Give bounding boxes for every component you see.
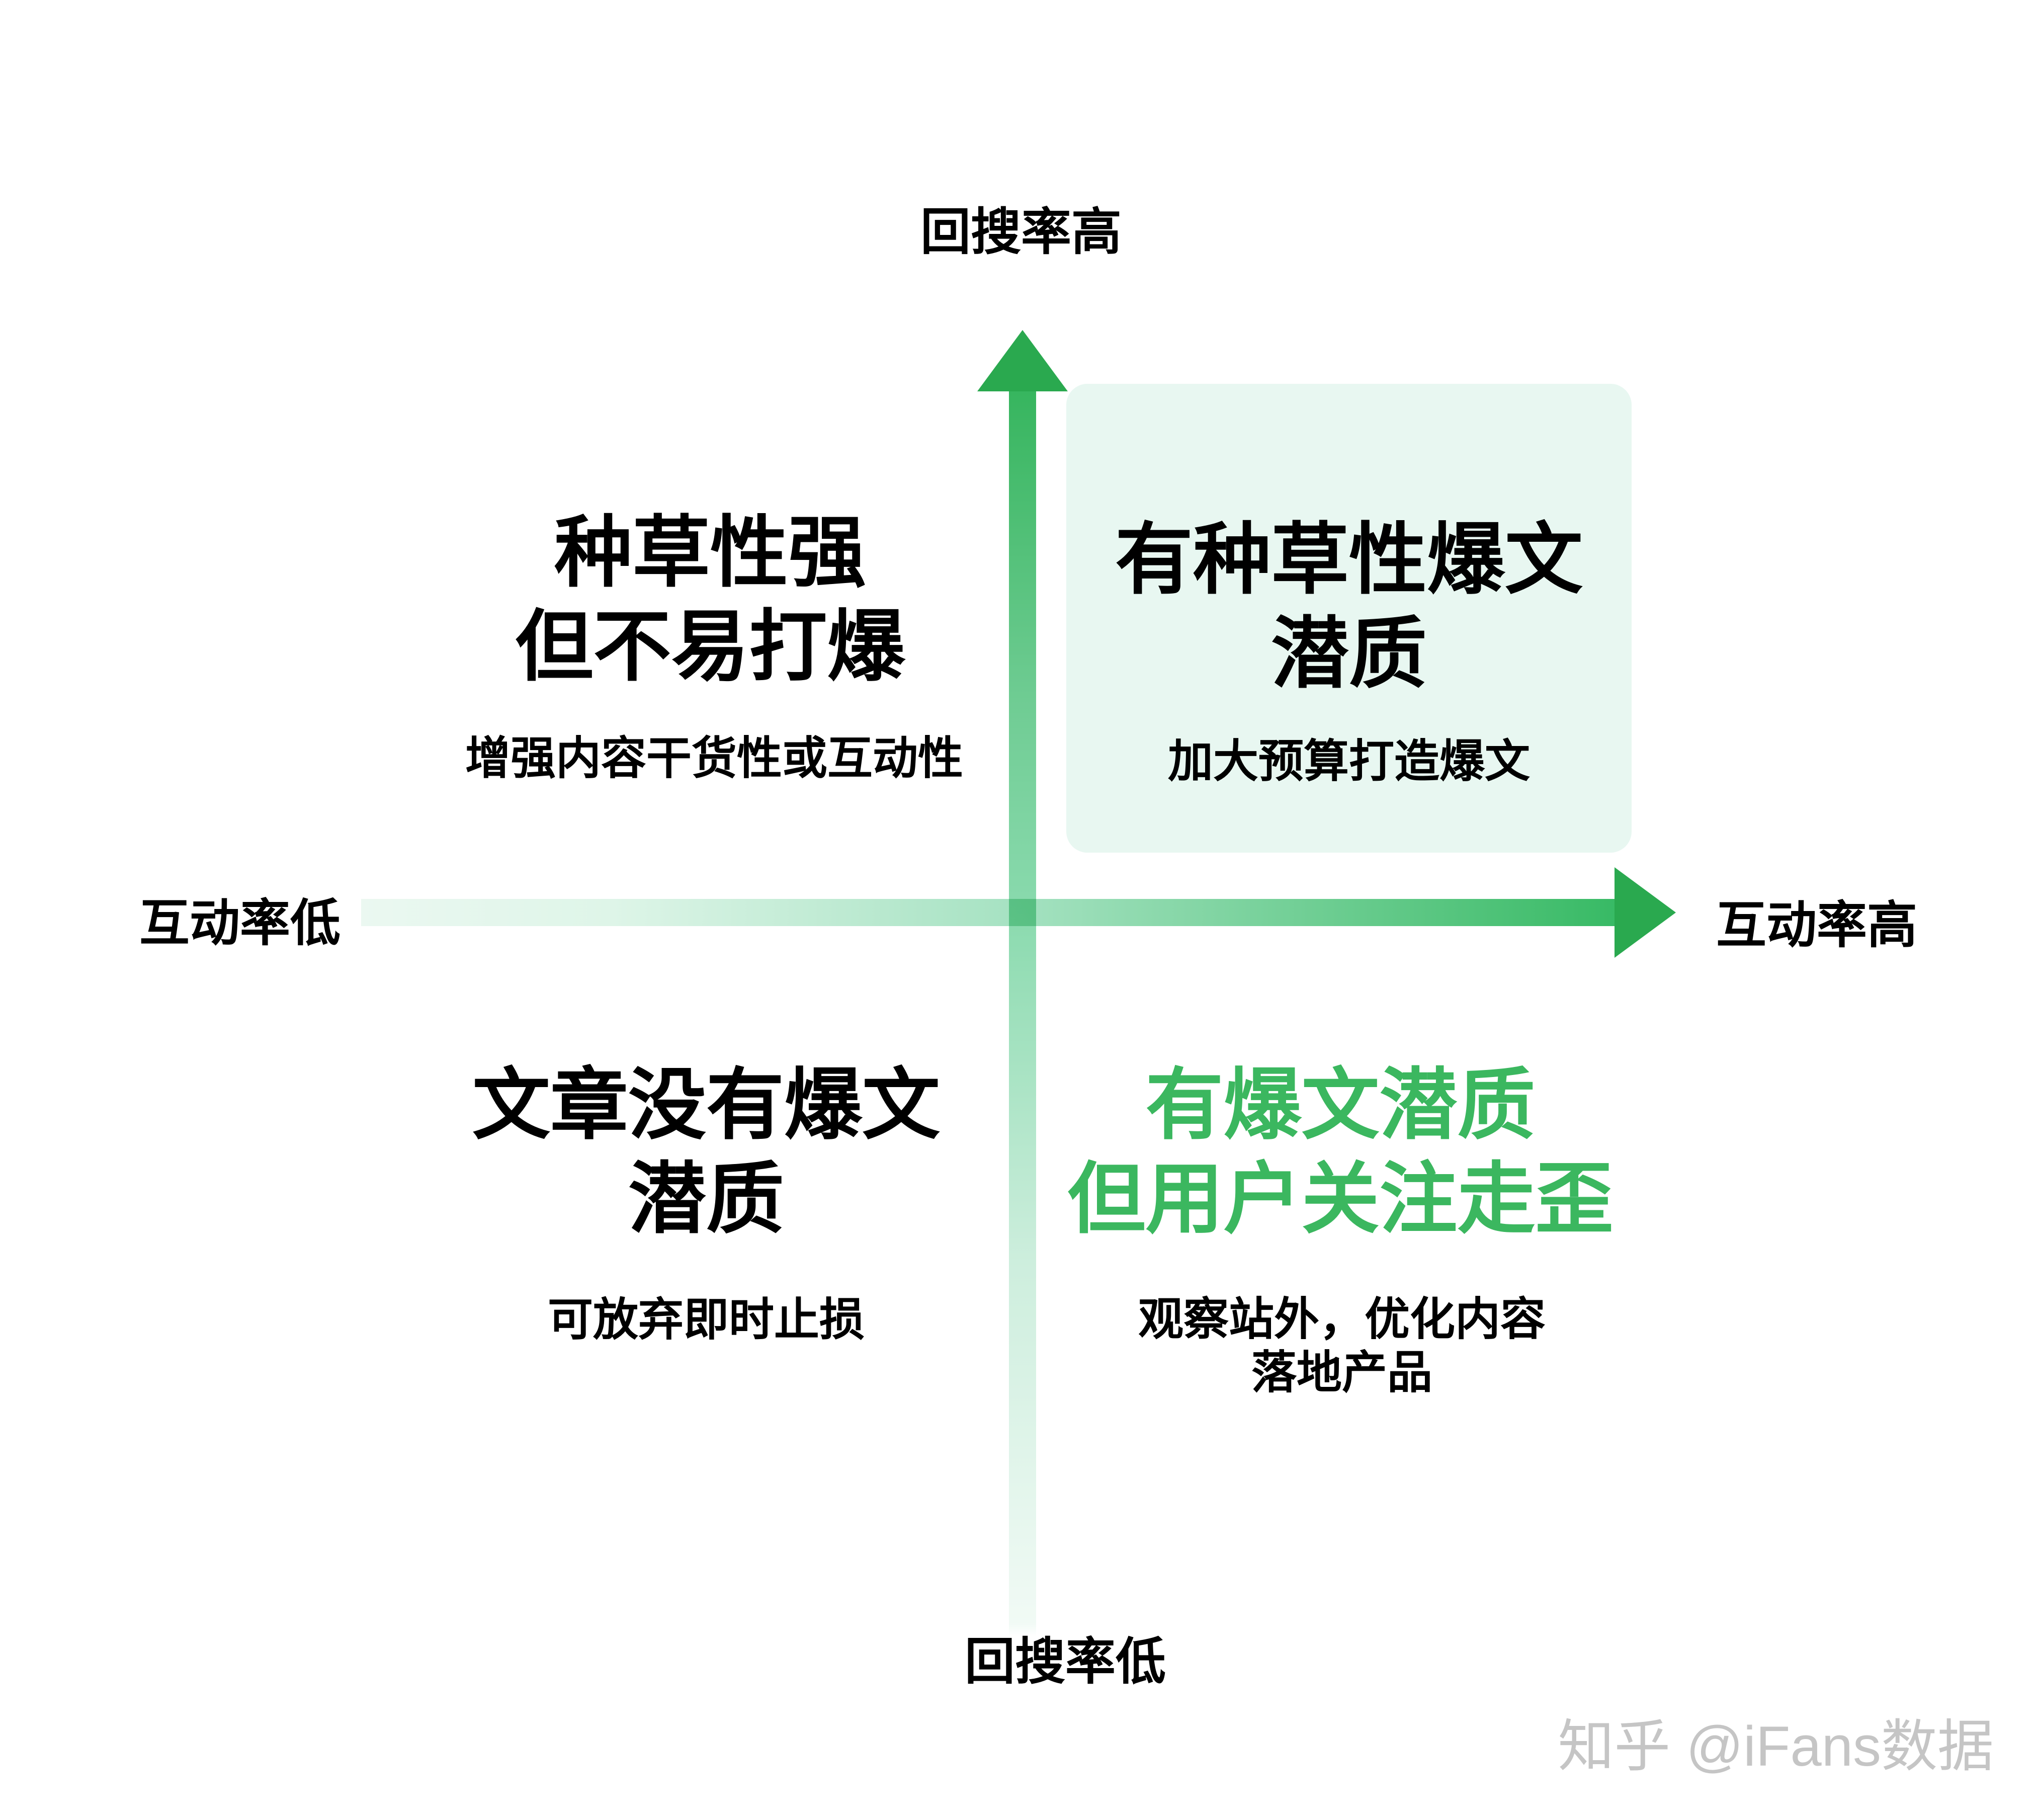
quadrant-top-left-title-line1: 种草性强 (554, 509, 866, 596)
quadrant-top-left-subtitle: 增强内容干货性或互动性 (465, 733, 963, 784)
axis-label-left: 互动率低 (139, 895, 341, 952)
axis-label-top: 回搜率高 (920, 204, 1122, 261)
quadrant-top-right-subtitle: 加大预算打造爆文 (1168, 736, 1530, 787)
horizontal-axis-line (361, 899, 1615, 926)
axis-label-right: 互动率高 (1716, 897, 1917, 954)
quadrant-bottom-right-title-line1: 有爆文潜质 (1145, 1061, 1536, 1148)
quadrant-top-right-title-line2: 潜质 (1271, 610, 1427, 697)
quadrant-top-right-title-line1: 有种草性爆文 (1115, 516, 1583, 603)
quadrant-bottom-left-subtitle: 可放弃即时止损 (548, 1295, 865, 1345)
quadrant-bottom-right-subtitle: 观察站外，优化内容 落地产品 (1138, 1293, 1546, 1399)
up-arrowhead-icon (977, 330, 1068, 391)
top-right-highlight-box (1066, 384, 1632, 853)
right-arrowhead-icon (1615, 867, 1676, 958)
quadrant-top-right-title: 有种草性爆文 潜质 (1115, 513, 1583, 701)
watermark-text: 知乎 @iFans数据 (1558, 1715, 1994, 1778)
quadrant-bottom-right-subtitle-line1: 观察站外，优化内容 (1138, 1294, 1546, 1345)
quadrant-bottom-right-title: 有爆文潜质 但用户关注走歪 (1068, 1058, 1614, 1246)
quadrant-top-left-title: 种草性强 但不易打爆 (516, 506, 905, 694)
quadrant-bottom-right-subtitle-line2: 落地产品 (1251, 1348, 1432, 1398)
quadrant-bottom-left-title-line1: 文章没有爆文 (472, 1061, 940, 1148)
axis-label-bottom: 回搜率低 (965, 1633, 1166, 1690)
quadrant-top-left-title-line2: 但不易打爆 (515, 603, 905, 690)
quadrant-bottom-right-title-line2: 但用户关注走歪 (1067, 1155, 1614, 1243)
quadrant-bottom-left-title-line2: 潜质 (628, 1155, 784, 1243)
quadrant-bottom-left-title: 文章没有爆文 潜质 (472, 1058, 940, 1246)
vertical-axis-line (1009, 388, 1036, 1636)
